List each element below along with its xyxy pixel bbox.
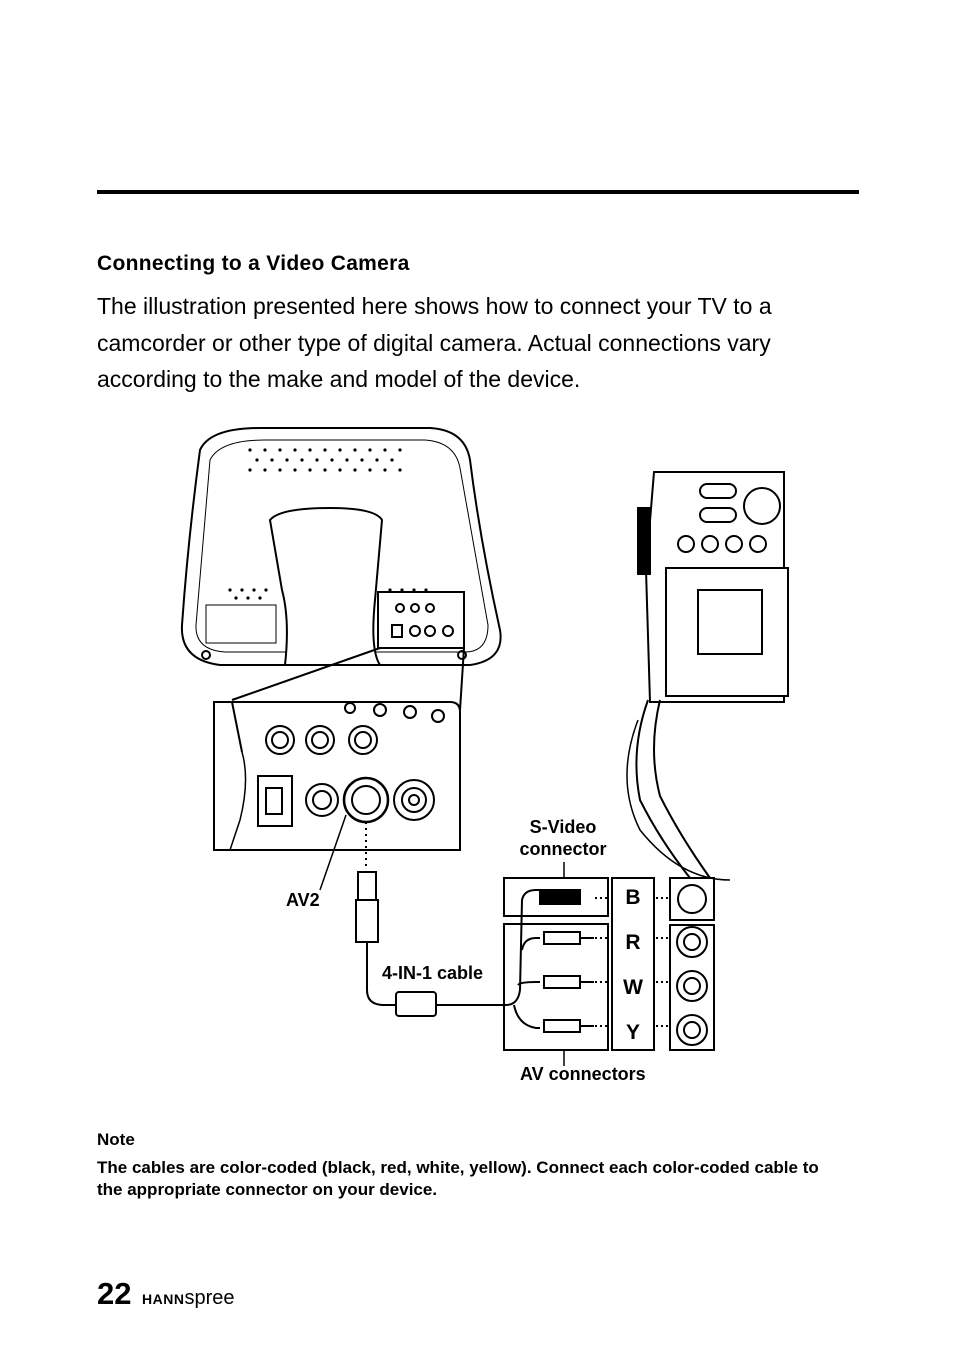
connector-letter-b: B — [625, 886, 641, 909]
svideo-connector-label: S-Video connector — [519, 817, 607, 859]
connector-letter-r: R — [625, 931, 641, 954]
note-title: Note — [97, 1130, 135, 1149]
four-in-one-cable-label: 4-IN-1 cable — [382, 963, 484, 983]
connection-illustration: S-Video connector AV2 4-IN-1 cable AV co… — [170, 420, 810, 1100]
av2-label: AV2 — [286, 890, 320, 910]
intro-paragraph: The illustration presented here shows ho… — [97, 293, 772, 392]
note-body: The cables are color-coded (black, red, … — [97, 1158, 819, 1199]
section-heading: Connecting to a Video Camera — [97, 252, 410, 275]
connection-diagram-svg — [180, 427, 789, 1066]
tv-back-drawing — [180, 427, 502, 711]
av-connectors-label: AV connectors — [520, 1064, 646, 1084]
device-jacks — [669, 877, 715, 1051]
brand-bold: HANN — [142, 1291, 185, 1307]
connector-letter-w: W — [623, 976, 643, 999]
brand-light: spree — [184, 1287, 235, 1309]
page-number: 22 — [97, 1276, 132, 1311]
header-rule — [97, 190, 859, 194]
camcorder-drawing — [626, 471, 789, 881]
four-in-one-cable — [319, 814, 540, 1029]
brand-logo: HANNspree — [142, 1287, 234, 1310]
connector-plugs — [503, 862, 670, 1066]
connector-letter-y: Y — [625, 1021, 640, 1044]
jack-panel-closeup — [213, 701, 461, 851]
